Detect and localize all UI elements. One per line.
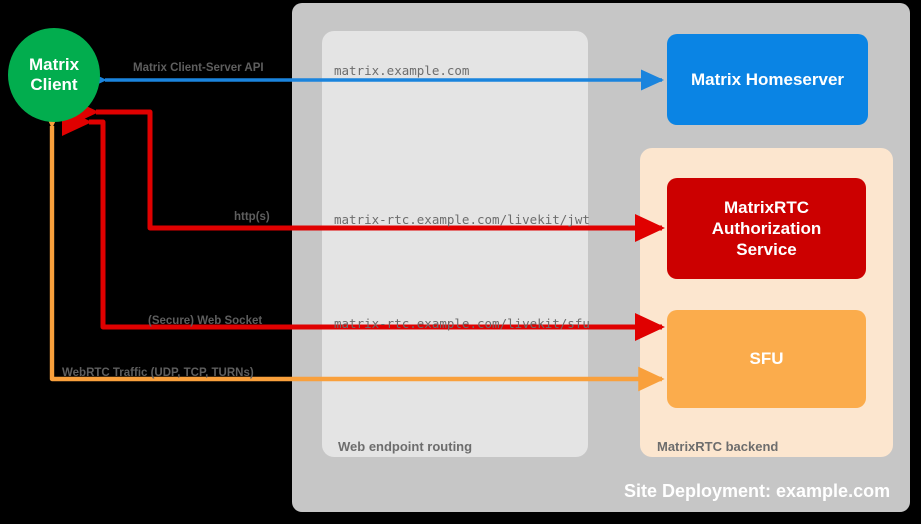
node-matrix-homeserver[interactable]: Matrix Homeserver xyxy=(667,34,868,125)
node-matrix-client[interactable]: Matrix Client xyxy=(8,28,100,122)
zone-label-site-deployment: Site Deployment: example.com xyxy=(624,481,891,501)
endpoint-url-livekit-jwt: matrix-rtc.example.com/livekit/jwt xyxy=(334,212,590,227)
auth-service-label-line2: Authorization xyxy=(711,218,822,238)
auth-service-label-line3: Service xyxy=(736,240,797,260)
matrix-client-label-line2: Client xyxy=(30,75,78,94)
node-matrixrtc-authorization-service[interactable]: MatrixRTC Authorization Service xyxy=(667,178,866,279)
edge-label-secure-web-socket: (Secure) Web Socket xyxy=(148,315,263,327)
node-sfu[interactable]: SFU xyxy=(667,310,866,408)
edge-livekit-jwt xyxy=(68,98,665,243)
sfu-label: SFU xyxy=(749,349,784,368)
edge-label-webrtc-traffic: WebRTC Traffic (UDP, TCP, TURNs) xyxy=(62,367,254,379)
endpoint-url-matrix: matrix.example.com xyxy=(334,63,470,78)
edge-webrtc-media xyxy=(39,102,665,392)
matrix-homeserver-label: Matrix Homeserver xyxy=(690,69,845,89)
auth-service-label-line1: MatrixRTC xyxy=(723,197,809,217)
edge-label-http-s: http(s) xyxy=(234,211,270,223)
endpoint-url-livekit-sfu: matrix-rtc.example.com/livekit/sfu xyxy=(334,316,590,331)
zone-label-matrixrtc-backend: MatrixRTC backend xyxy=(657,439,779,454)
edge-label-client-server-api: Matrix Client-Server API xyxy=(133,62,264,74)
zone-label-web-endpoint-routing: Web endpoint routing xyxy=(338,439,473,454)
matrix-client-label-line1: Matrix xyxy=(28,55,80,75)
